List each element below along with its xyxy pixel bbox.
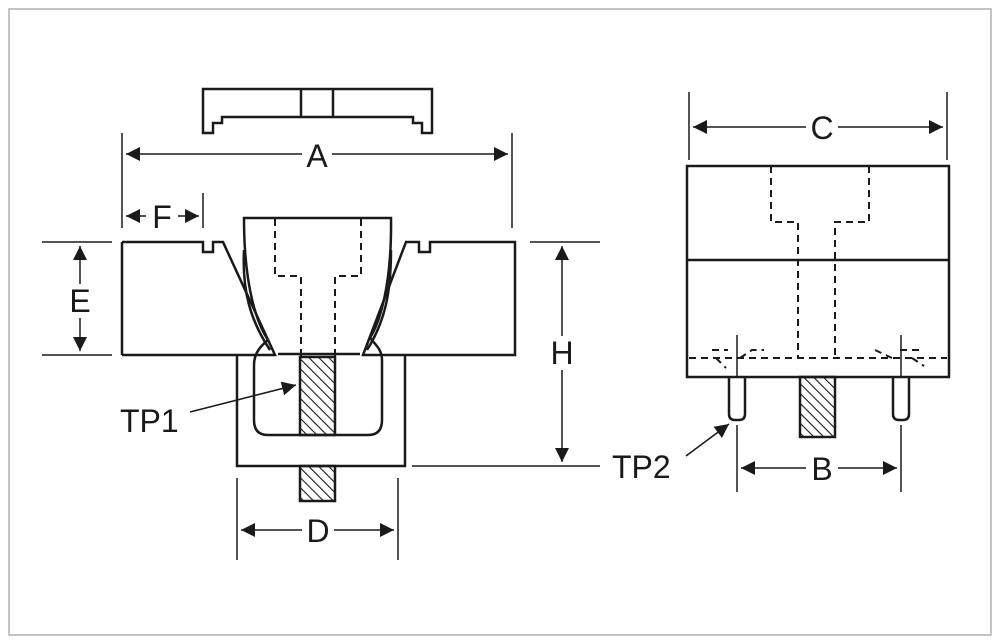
label-F: F xyxy=(152,199,172,235)
side-center-pin xyxy=(798,375,837,439)
label-E: E xyxy=(69,283,90,319)
label-H: H xyxy=(550,335,573,371)
drawing-frame xyxy=(8,8,992,636)
label-D: D xyxy=(306,513,329,549)
label-B: B xyxy=(811,451,832,487)
side-view xyxy=(685,164,951,439)
side-body xyxy=(685,164,951,379)
label-A: A xyxy=(306,138,328,174)
label-TP1: TP1 xyxy=(120,403,179,439)
label-TP2: TP2 xyxy=(612,449,671,485)
tp2-pin-right xyxy=(891,377,911,422)
inner-cavity xyxy=(242,216,393,437)
main-body-outline xyxy=(122,240,517,468)
tp1-pin xyxy=(298,355,337,437)
tp2-pin-left xyxy=(727,377,747,422)
label-C: C xyxy=(810,110,833,146)
top-cap-part xyxy=(201,87,434,135)
lower-pin xyxy=(298,464,337,503)
front-view xyxy=(120,87,517,503)
